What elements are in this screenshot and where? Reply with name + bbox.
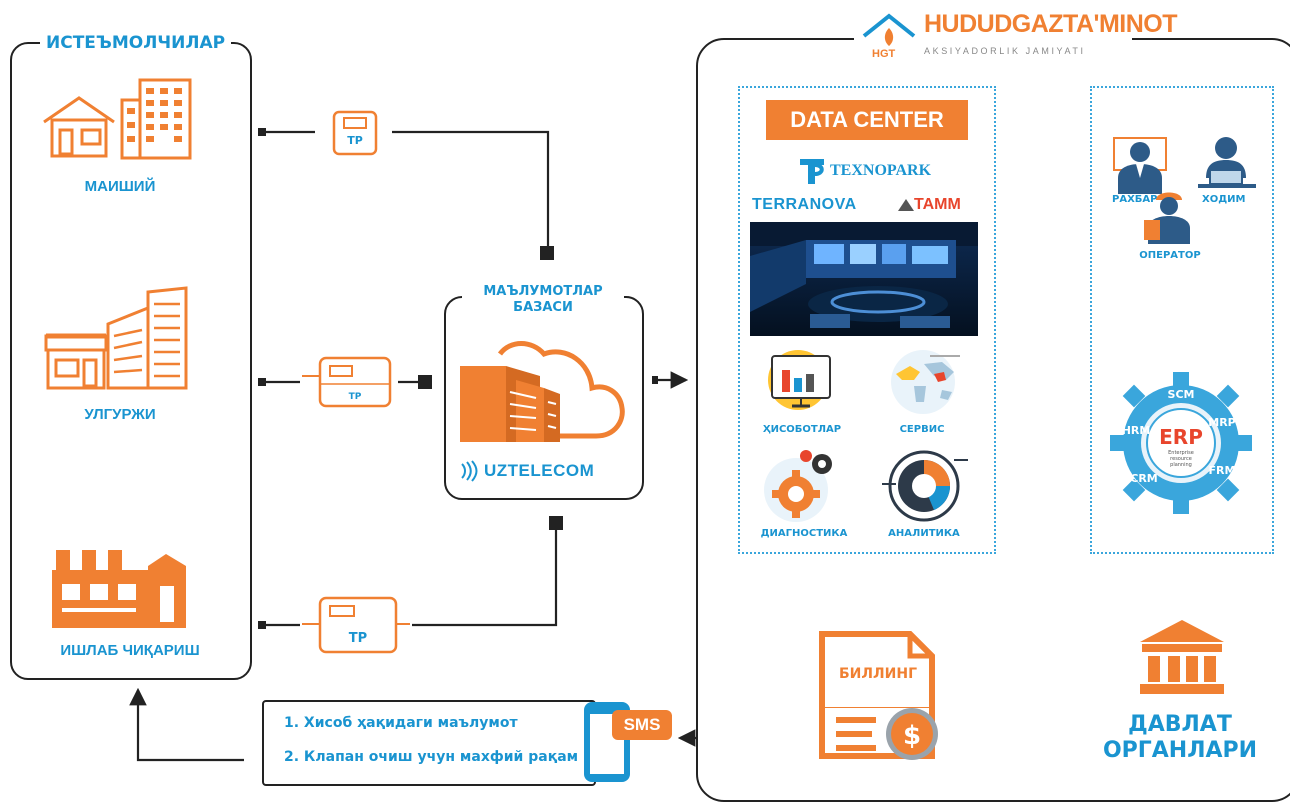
terranova-text: TERRANOVA xyxy=(752,196,857,213)
gas-meter-icon: TP xyxy=(302,356,392,408)
uztelecom-logo: UZTELECOM xyxy=(456,460,636,482)
cloud-server-icon xyxy=(460,341,625,442)
employee-label: ХОДИМ xyxy=(1202,194,1246,205)
operator-label: ОПЕРАТОР xyxy=(1139,250,1201,261)
industrial-label: ИШЛАБ ЧИҚАРИШ xyxy=(60,642,200,659)
erp-module-mrp: MRP xyxy=(1208,416,1235,429)
texnopark-logo: TEXNOPARK xyxy=(798,156,958,186)
wholesale-label: УЛГУРЖИ xyxy=(84,406,156,423)
sms-line-2: 2. Клапан очиш учун махфий рақам xyxy=(284,749,579,765)
tamm-mark-icon xyxy=(898,199,914,211)
analytics-label: АНАЛИТИКА xyxy=(888,528,960,539)
household-building-icon xyxy=(120,78,192,160)
uztelecom-text: UZTELECOM xyxy=(484,461,595,480)
diagnostics-gears-icon xyxy=(764,450,832,522)
government-label-line1: ДАВЛАТ xyxy=(1128,712,1232,737)
gas-meter-icon: TP xyxy=(302,596,410,654)
database-title: МАЪЛУМОТЛАР БАЗАСИ xyxy=(462,284,624,316)
erp-title: ERP xyxy=(1159,425,1203,449)
government-label-line2: ОРГАНЛАРИ xyxy=(1102,738,1258,763)
svg-text:$: $ xyxy=(903,721,921,751)
wholesale-office-icon xyxy=(106,286,188,390)
erp-subtitle-3: planning xyxy=(1170,462,1192,468)
tamm-text: TAMM xyxy=(914,196,961,213)
tamm-logo: TAMM xyxy=(898,196,978,216)
texnopark-text: TEXNOPARK xyxy=(830,162,932,179)
billing-label: БИЛЛИНГ xyxy=(839,666,917,682)
operator-icon xyxy=(1144,192,1190,244)
sms-badge: SMS xyxy=(612,710,672,740)
erp-subtitle-1: Enterprise xyxy=(1168,450,1194,456)
terranova-logo: TERRANOVA xyxy=(750,196,870,216)
house-flame-icon xyxy=(862,13,916,46)
sms-line-1: 1. Хисоб ҳақидаги маълумот xyxy=(284,715,518,731)
staff-erp-frame xyxy=(1090,86,1274,554)
erp-module-frm: FRM xyxy=(1209,464,1236,477)
company-name: HUDUDGAZTA'MINOT xyxy=(924,10,1178,38)
factory-icon xyxy=(52,550,186,628)
government-label: ДАВЛАТ ОРГАНЛАРИ xyxy=(1090,712,1270,764)
erp-subtitle-2: resource xyxy=(1170,456,1192,462)
service-label: СЕРВИС xyxy=(899,424,945,435)
database-title-line1: МАЪЛУМОТЛАР xyxy=(483,284,603,299)
erp-gear-icon: SCM MRP FRM CRM HRM ERP Enterprise resou… xyxy=(1110,372,1252,514)
wholesale-shop-icon xyxy=(44,333,108,390)
reports-label: ҲИСОБОТЛАР xyxy=(762,424,842,435)
texnopark-mark-icon xyxy=(800,159,824,184)
erp-module-crm: CRM xyxy=(1130,472,1158,485)
gas-meter-icon: TP xyxy=(332,110,378,156)
company-abbr: HGT xyxy=(872,48,896,60)
data-center-photo xyxy=(750,222,978,336)
household-house-icon xyxy=(43,96,115,158)
sms-message-panel xyxy=(262,700,596,786)
company-subtitle: AKSIYADORLIK JAMIYATI xyxy=(924,46,1086,56)
meter-brand: TP xyxy=(347,134,363,147)
billing-document-icon: $ xyxy=(819,631,938,760)
diagnostics-label: ДИАГНОСТИКА xyxy=(760,528,848,539)
consumers-title: ИСТЕЪМОЛЧИЛАР xyxy=(40,32,232,54)
manager-label: РАХБАР xyxy=(1112,194,1158,205)
company-logo: HGT HUDUDGAZTA'MINOT AKSIYADORLIK JAMIYA… xyxy=(854,8,1178,64)
household-label: МАИШИЙ xyxy=(84,178,156,195)
reports-icon xyxy=(768,350,831,410)
database-title-line2: БАЗАСИ xyxy=(513,300,573,315)
analytics-icon xyxy=(882,450,968,522)
data-center-frame xyxy=(738,86,996,554)
service-map-icon xyxy=(891,350,960,414)
meter-brand: TP xyxy=(349,631,367,646)
erp-module-hrm: HRM xyxy=(1122,424,1151,437)
data-center-title: DATA CENTER xyxy=(766,100,968,140)
employee-icon xyxy=(1198,137,1256,188)
meter-brand: TP xyxy=(349,392,362,402)
government-building-icon xyxy=(1140,620,1224,694)
erp-module-scm: SCM xyxy=(1168,388,1195,401)
manager-icon xyxy=(1113,137,1167,194)
uztelecom-signal-icon xyxy=(461,460,478,482)
